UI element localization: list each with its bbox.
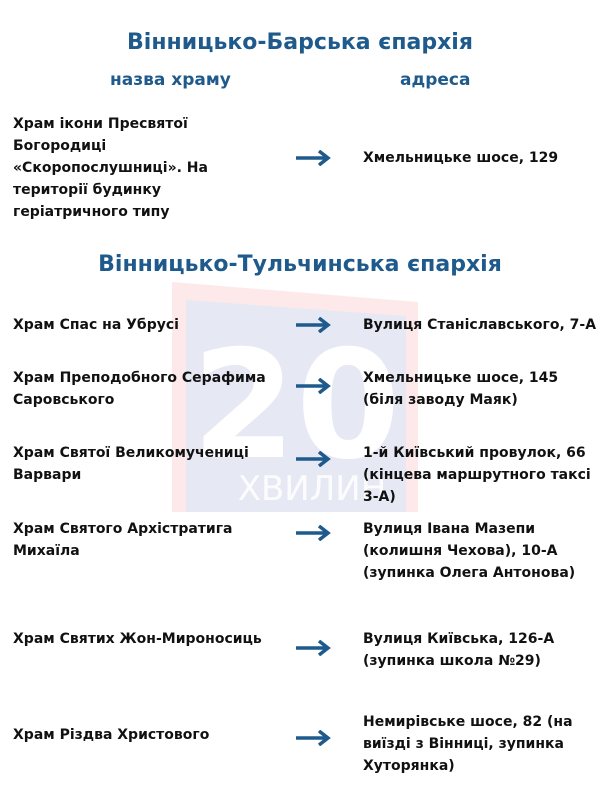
column-header-name: назва храму [110,70,231,90]
church-address: Вулиця Івана Мазепи (колишня Чехова), 10… [363,521,576,581]
church-address: 1-й Київський провулок, 66 (кінцева марш… [363,445,591,505]
arrow-right-icon [296,317,331,333]
church-name: Храм Різдва Христового [13,727,210,743]
section-title-barska: Вінницько-Барська єпархія [127,30,473,55]
church-name: Храм ікони Пресвятої Богородиці «Скоропо… [13,116,208,220]
svg-text:ХВИЛИН: ХВИЛИН [238,469,387,509]
arrow-right-icon [296,525,331,541]
church-name: Храм Святих Жон-Мироносиць [13,631,262,647]
column-header-address: адреса [400,70,471,90]
watermark-logo: 20 ХВИЛИН [172,282,418,512]
arrow-right-icon [296,451,331,467]
church-address: Немирівське шосе, 82 (на виїзді з Вінниц… [363,714,573,774]
svg-text:20: 20 [192,319,401,493]
arrow-right-icon [296,730,331,746]
church-name: Храм Святого Архістратига Михаїла [13,521,233,559]
church-address: Хмельницьке шосе, 145 (біля заводу Маяк) [363,370,559,408]
church-address: Вулиця Станіславського, 7-А [363,317,597,333]
section-title-tulchyn: Вінницько-Тульчинська єпархія [98,252,502,277]
arrow-right-icon [296,640,331,656]
arrow-right-icon [296,150,331,166]
arrow-right-icon [296,378,331,394]
church-address: Вулиця Київська, 126-А (зупинка школа №2… [363,631,555,669]
church-name: Храм Святої Великомучениці Варвари [13,445,249,483]
church-name: Храм Преподобного Серафима Саровського [13,370,266,408]
church-name: Храм Спас на Убрусі [13,317,179,333]
church-address: Хмельницьке шосе, 129 [363,150,559,166]
